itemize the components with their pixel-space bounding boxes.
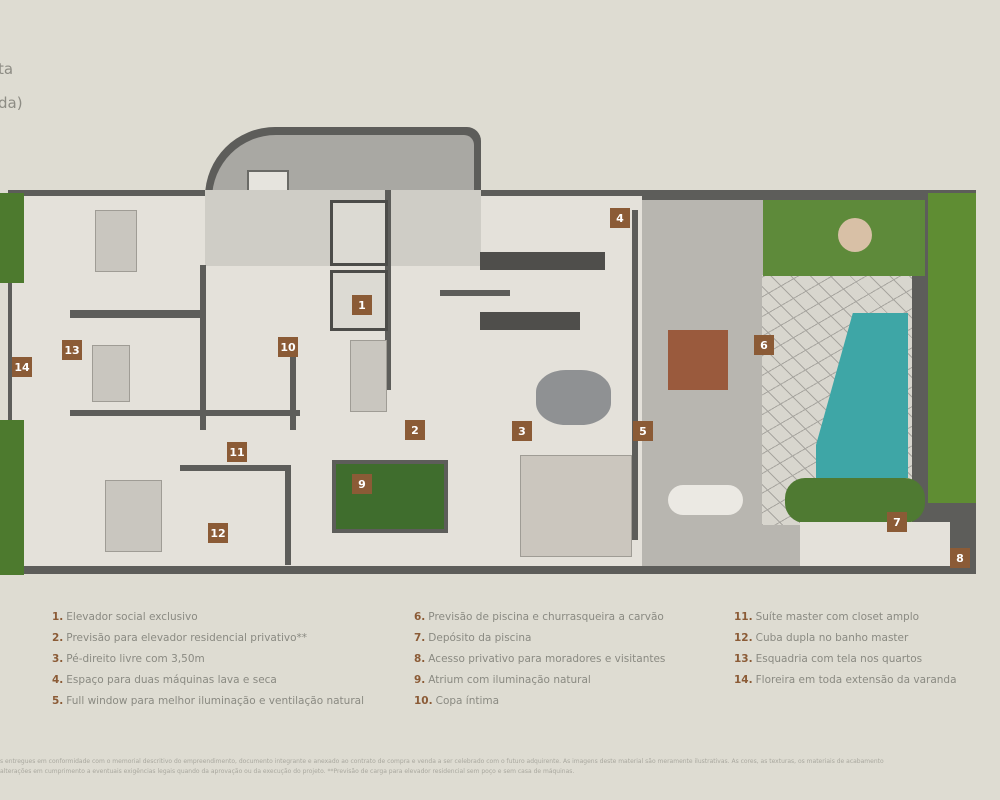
legend-item: 3.Pé-direito livre com 3,50m xyxy=(52,653,205,665)
legend-item: 11.Suíte master com closet amplo xyxy=(734,611,920,623)
marker-12: 12 xyxy=(208,523,228,543)
header-line-2: da) xyxy=(0,94,23,112)
marker-3: 3 xyxy=(512,421,532,441)
legend-item: 12.Cuba dupla no banho master xyxy=(734,632,909,644)
sofa xyxy=(350,340,387,412)
terrace-sofa xyxy=(668,485,743,515)
kitchen-counter xyxy=(480,252,605,270)
terrace-dining-table xyxy=(668,330,728,390)
living-area xyxy=(520,455,632,557)
marker-5: 5 xyxy=(633,421,653,441)
legend-item: 8.Acesso privativo para moradores e visi… xyxy=(414,653,666,665)
planter-left-bottom xyxy=(0,420,24,575)
marker-2: 2 xyxy=(405,420,425,440)
marker-10: 10 xyxy=(278,337,298,357)
disclaimer-line-2: alterações em cumprimento a eventuais ex… xyxy=(0,768,575,775)
legend-item: 7.Depósito da piscina xyxy=(414,632,532,644)
kitchen-island xyxy=(480,312,580,330)
legend-item: 9.Atrium com iluminação natural xyxy=(414,674,591,686)
floor-plan: 1 2 3 4 5 6 7 8 9 10 11 12 13 14 xyxy=(0,127,976,575)
legend-item: 4.Espaço para duas máquinas lava e seca xyxy=(52,674,277,686)
legend-item: 1.Elevador social exclusivo xyxy=(52,611,198,623)
marker-7: 7 xyxy=(887,512,907,532)
plant-wall xyxy=(928,193,976,503)
marker-11: 11 xyxy=(227,442,247,462)
marker-9: 9 xyxy=(352,474,372,494)
marker-8: 8 xyxy=(950,548,970,568)
bed xyxy=(105,480,162,552)
legend-item: 6.Previsão de piscina e churrasqueira a … xyxy=(414,611,664,623)
legend-item: 2.Previsão para elevador residencial pri… xyxy=(52,632,308,644)
legend-item: 10.Copa íntima xyxy=(414,695,500,707)
marker-13: 13 xyxy=(62,340,82,360)
marker-1: 1 xyxy=(352,295,372,315)
marker-4: 4 xyxy=(610,208,630,228)
marker-14: 14 xyxy=(12,357,32,377)
legend-item: 13.Esquadria com tela nos quartos xyxy=(734,653,923,665)
header-line-1: ta xyxy=(0,60,14,78)
garden-table xyxy=(838,218,872,252)
bed xyxy=(92,345,130,402)
planter-left-top xyxy=(0,193,24,283)
marker-6: 6 xyxy=(754,335,774,355)
dining-table xyxy=(536,370,611,425)
legend-item: 14.Floreira em toda extensão da varanda xyxy=(734,674,957,686)
pool-storage xyxy=(800,522,950,566)
atrium xyxy=(332,460,448,533)
bed xyxy=(95,210,137,272)
legend-item: 5.Full window para melhor iluminação e v… xyxy=(52,695,364,707)
disclaimer-line-1: s entregues em conformidade com o memori… xyxy=(0,758,884,765)
elevator-shaft xyxy=(330,200,388,266)
